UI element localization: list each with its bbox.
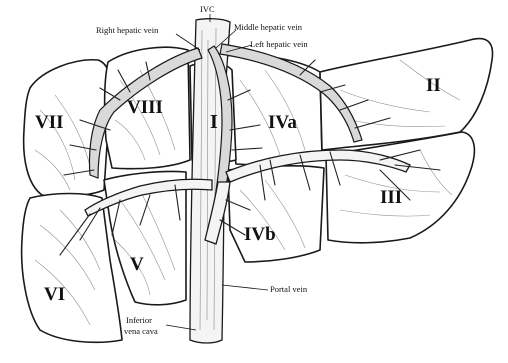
- segment-label-viii: VIII: [127, 97, 163, 118]
- segment-label-vi: VI: [44, 284, 65, 305]
- label-portal-vein: Portal vein: [270, 284, 308, 294]
- label-middle-hepatic-vein: Middle hepatic vein: [234, 22, 303, 32]
- segment-label-iva: IVa: [268, 112, 297, 133]
- segment-label-iii: III: [380, 187, 402, 208]
- label-inferior-vena-cava-line2: vena cava: [124, 326, 158, 336]
- segment-ivb-lobe: [228, 166, 324, 262]
- segment-vi-lobe: [22, 194, 122, 343]
- label-right-hepatic-vein: Right hepatic vein: [96, 25, 159, 35]
- segment-label-vii: VII: [35, 112, 64, 133]
- label-inferior-vena-cava-line1: Inferior: [126, 315, 152, 325]
- label-left-hepatic-vein: Left hepatic vein: [250, 39, 308, 49]
- segment-label-ii: II: [426, 75, 441, 96]
- segment-label-v: V: [130, 254, 144, 275]
- segment-label-i: I: [210, 111, 218, 133]
- label-ivc: IVC: [200, 4, 215, 14]
- segment-label-ivb: IVb: [244, 224, 276, 245]
